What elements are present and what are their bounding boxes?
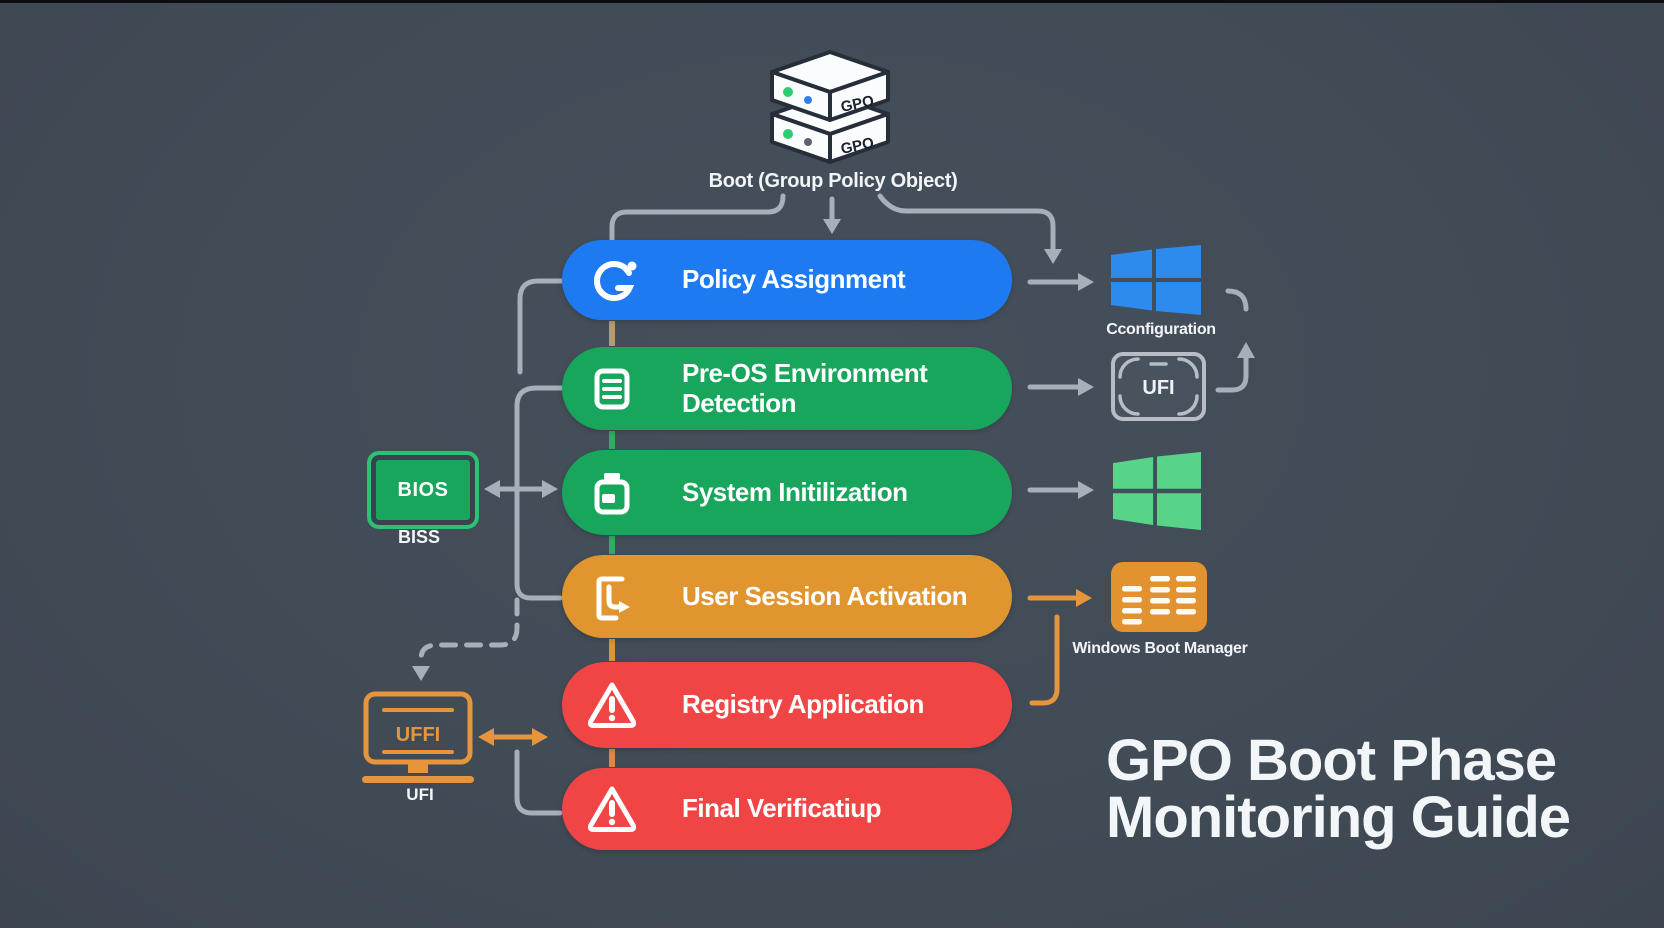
policy-left-elbow-line [517,278,565,375]
ufi-chip-icon: UFI [1110,351,1207,422]
chip-up-arrowhead-icon [1237,342,1255,358]
top-edge-bar [0,0,1664,3]
phase-pill-user-session-activation: User Session Activation [562,555,1012,638]
gpo-server-stack-icon: GPO GPO [758,50,903,168]
system-box-icon [586,467,638,519]
svg-text:GPO: GPO [839,134,875,158]
chip-hook-line [1225,288,1249,312]
phase-label: Final Verificatiup [682,793,882,824]
boot-manager-table-icon [1110,561,1208,633]
top-left-branch-line [609,193,786,243]
uffi-arrowhead-left-icon [478,728,494,746]
phase-label: System Initilization [682,476,908,507]
chip-up-elbow-line [1215,354,1249,393]
uffi-monitor-icon: UFFI [352,688,484,788]
phase-pill-system-initilization: System Initilization [562,450,1012,535]
session-document-icon [586,571,638,623]
document-list-icon [586,363,638,415]
bios-arrowhead-left-icon [484,480,500,498]
dashed-elbow-to-uffi-line [418,597,520,669]
warning-triangle-icon [586,679,638,731]
title-line-1: GPO Boot Phase [1106,728,1557,793]
page-title: GPO Boot Phase Monitoring Guide [1106,728,1571,850]
uffi-arrowhead-right-icon [532,728,548,746]
registry-up-elbow-line [1029,614,1060,706]
policy-shield-icon [586,254,638,306]
phase-label: User Session Activation [682,580,968,611]
top-right-arrowhead-icon [1044,249,1062,264]
phase-pill-policy-assignment: Policy Assignment [562,240,1012,320]
bios-caption: BISS [397,527,440,547]
warning-triangle-icon [586,783,638,835]
svg-text:UFI: UFI [1142,377,1174,399]
boot-gpo-caption: Boot (Group Policy Object) [708,170,958,192]
preos-arrowhead-icon [1078,378,1094,396]
final-left-elbow-line [514,749,563,816]
bios-box: BIOS [367,451,479,529]
phase-label: Registry Application [682,689,924,720]
top-right-branch-line [877,193,1056,253]
uffi-down-arrowhead-icon [412,666,430,681]
policy-arrowhead-icon [1078,273,1094,291]
top-center-arrowhead-icon [823,219,841,234]
bios-arrowhead-right-icon [542,480,558,498]
uffi-caption: UFI [406,785,434,804]
title-line-2: Monitoring Guide [1106,785,1571,850]
bios-box-label: BIOS [397,478,449,501]
svg-text:UFFI: UFFI [396,724,440,746]
svg-text:GPO: GPO [839,92,875,116]
windows-logo-green-icon [1113,452,1201,530]
phase-pill-final-verification: Final Verificatiup [562,768,1012,850]
session-arrowhead-icon [1076,589,1092,607]
sysinit-arrowhead-icon [1078,481,1094,499]
windows-logo-blue-icon [1111,245,1201,315]
boot-manager-caption: Windows Boot Manager [1072,640,1248,657]
phase-label: Policy Assignment [682,264,906,295]
configuration-caption: Cconfiguration [1106,321,1216,338]
preos-left-rail-line [514,385,565,601]
phase-pill-registry-application: Registry Application [562,662,1012,748]
